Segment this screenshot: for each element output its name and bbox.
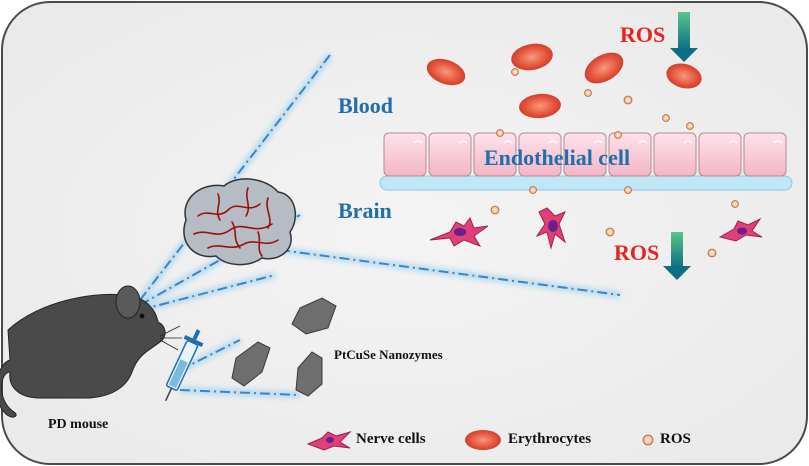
erythrocyte — [666, 63, 702, 89]
legend-label-nerve-cells: Nerve cells — [356, 431, 426, 447]
nerve-cell — [429, 216, 489, 247]
legend-label-ros: ROS — [660, 431, 691, 447]
nerve-cell — [718, 217, 763, 242]
cell-highlight — [773, 140, 783, 144]
endothelial-cell — [473, 132, 517, 177]
cell-highlight — [728, 140, 738, 144]
blood-label: Blood — [338, 93, 394, 118]
cell-highlight — [638, 140, 648, 144]
ros-particle — [624, 186, 632, 194]
cell-highlight — [503, 140, 513, 144]
basement-membrane — [379, 175, 793, 191]
endothelial-cell — [563, 132, 607, 177]
ros-particle — [605, 227, 615, 237]
ros-particle — [584, 89, 592, 97]
brain-icon — [183, 178, 297, 266]
endothelial-cell — [653, 132, 697, 177]
ros-particles — [490, 68, 739, 258]
ros-particle — [490, 205, 500, 215]
ros-particle — [511, 68, 519, 76]
cell-highlight — [548, 140, 558, 144]
ros-label-top: ROS — [620, 22, 666, 47]
ros-label-bottom: ROS — [614, 240, 660, 265]
endothelial-cell — [743, 132, 787, 177]
erythrocyte-icon — [465, 430, 501, 450]
erythrocytes — [426, 43, 702, 119]
erythrocyte — [426, 58, 466, 86]
syringe-icon — [164, 329, 204, 402]
mouse-icon — [0, 285, 182, 418]
ros-particle — [529, 186, 537, 194]
ros-particle — [614, 131, 622, 139]
nerve-cells — [429, 207, 763, 250]
nanozyme-particle — [231, 341, 271, 387]
nanozyme-particle — [291, 297, 337, 335]
cell-highlight — [458, 140, 468, 144]
ros-particle — [707, 248, 717, 258]
ros-particle — [731, 200, 739, 208]
pd-mouse-label: PD mouse — [48, 417, 109, 432]
erythrocyte — [519, 93, 561, 119]
endothelial-cell — [518, 132, 562, 177]
ros-particle — [496, 129, 504, 137]
endothelial-cell — [698, 132, 742, 177]
ros-icon — [642, 434, 654, 446]
endothelial-cell — [608, 132, 652, 177]
cell-highlight — [683, 140, 693, 144]
ros-particle — [686, 122, 694, 130]
brain-label: Brain — [338, 198, 392, 223]
legend-label-erythrocytes: Erythrocytes — [508, 431, 592, 447]
endothelial-cell — [383, 132, 427, 177]
erythrocyte — [584, 52, 624, 84]
nanozymes — [231, 297, 337, 397]
cell-highlight — [593, 140, 603, 144]
ros-decrease-arrow-bottom — [663, 232, 691, 280]
endothelial-cell — [428, 132, 472, 177]
endothelial-layer — [379, 132, 793, 191]
nanozymes-label: PtCuSe Nanozymes — [334, 347, 443, 362]
ros-particle — [662, 114, 670, 122]
nerve-cell — [535, 207, 567, 250]
nanozyme-particle — [295, 351, 323, 397]
ros-particle — [623, 95, 633, 105]
endothelial-cell-label: Endothelial cell — [484, 145, 631, 170]
erythrocyte — [511, 43, 553, 71]
ros-decrease-arrow-top — [670, 12, 698, 62]
nerve-cell-icon — [306, 430, 352, 451]
cell-highlight — [413, 140, 423, 144]
